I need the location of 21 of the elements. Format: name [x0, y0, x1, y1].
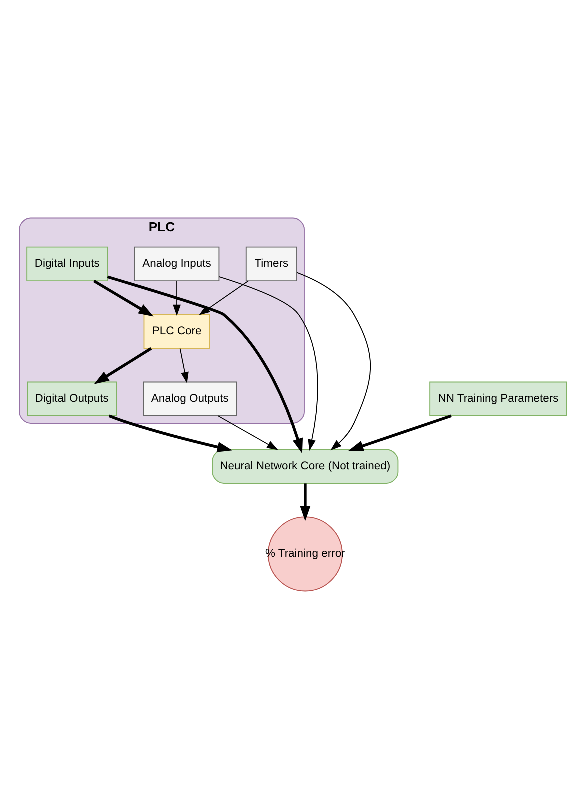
node-box: Analog Inputs [134, 246, 220, 281]
arrow [218, 415, 278, 450]
arrow [300, 483, 311, 521]
arrow [108, 414, 233, 452]
node-box: NN Training Parameters [430, 381, 568, 416]
arrow [94, 346, 152, 384]
arrow [348, 414, 452, 451]
arrow [296, 272, 372, 450]
arrow [180, 348, 189, 384]
node-circle: % Training error [268, 516, 343, 592]
node-box: Digital Inputs [26, 246, 108, 281]
arrow [93, 279, 154, 316]
node-box: Neural Network Core (Not trained) [212, 448, 399, 484]
arrow [218, 276, 318, 450]
node-box: Analog Outputs [143, 381, 238, 416]
arrow [199, 280, 249, 315]
node-box: Digital Outputs [27, 381, 118, 416]
arrow [107, 275, 304, 454]
arrow [173, 280, 181, 316]
node-box: PLC Core [144, 314, 210, 348]
node-box: Timers [246, 246, 298, 281]
